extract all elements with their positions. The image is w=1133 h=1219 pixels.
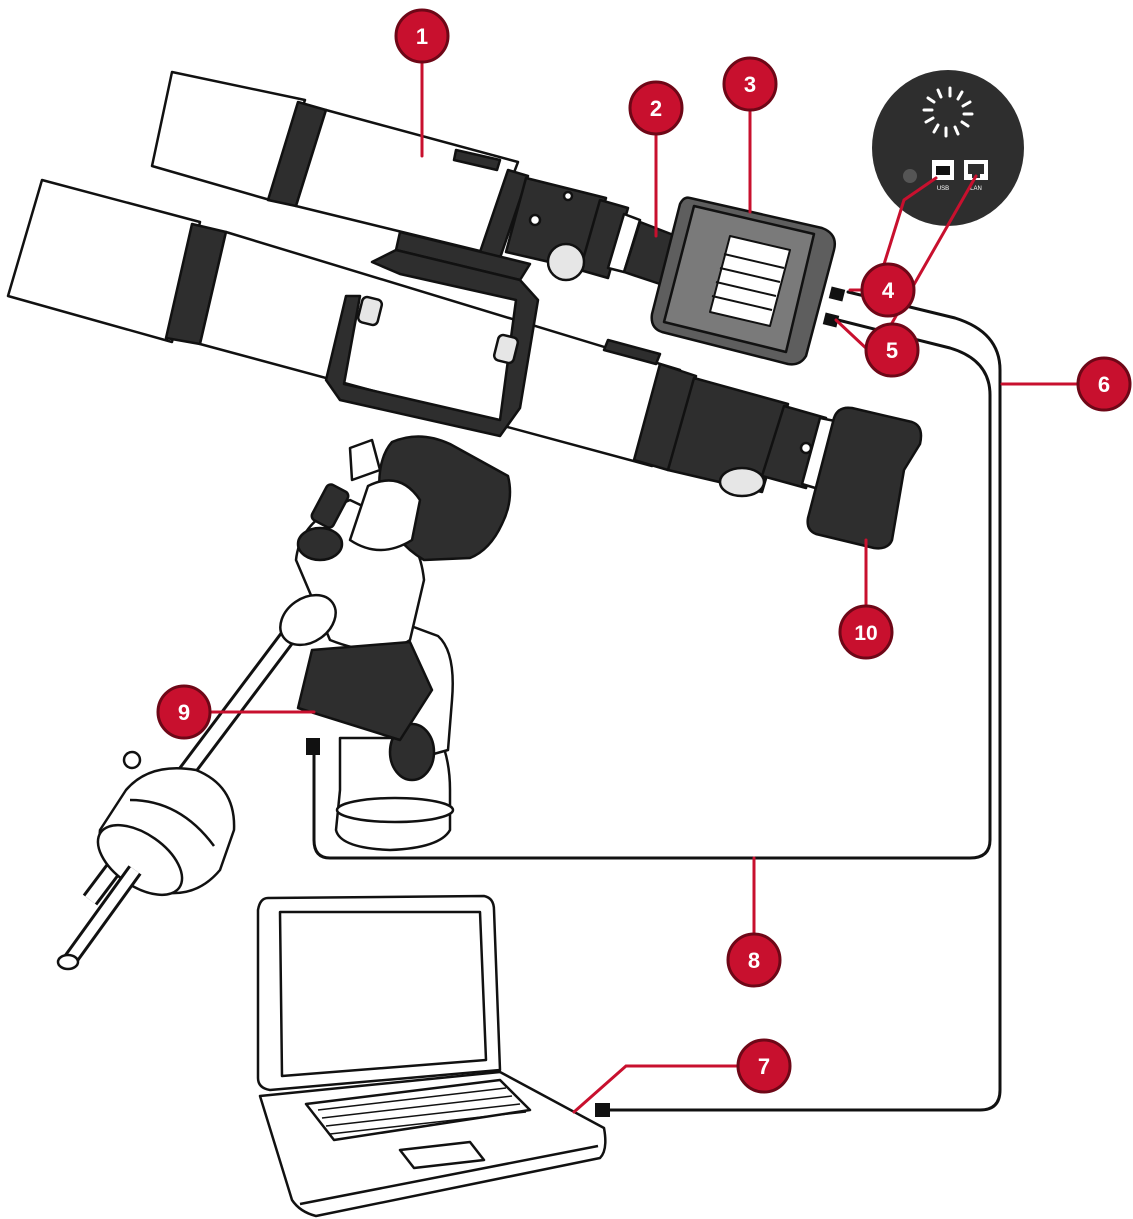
lan-port-label: LAN [970,186,982,192]
laptop-trackpad [398,1140,486,1170]
callout-1: 1 [394,8,450,64]
main-scope-focuser [666,376,790,494]
svg-text:4: 4 [882,278,895,303]
control-box-body [872,70,1024,226]
callouts: 1 2 3 4 5 6 7 8 [156,8,1132,1094]
svg-text:10: 10 [854,622,877,645]
cable-plug-mount [306,738,320,755]
cable-plug-laptop [595,1103,610,1117]
camera-lan-plug [822,312,840,328]
callout-10: 10 [838,604,894,660]
counterweight-groove [129,798,216,847]
main-camera-body [806,406,923,550]
callout-7: 7 [736,1038,792,1094]
guide-scope-shoe [452,148,502,172]
guide-scope-tube [294,108,520,254]
guide-camera [650,196,836,366]
callout-4: 4 [860,262,916,318]
main-scope-screw [799,441,813,455]
laptop-front-edge [299,1144,599,1206]
svg-text:6: 6 [1098,372,1110,397]
svg-text:8: 8 [748,948,760,973]
mount-base-ring [335,796,455,824]
main-camera [806,406,923,550]
callout-9: 9 [156,684,212,740]
mount-saddle-clamp [348,438,382,482]
tube-rings [324,230,540,438]
usb-port-label: USB [937,186,949,192]
mount-dec-housing [348,479,422,552]
guide-scope-screw-top [562,190,574,202]
guide-scope-screw [528,213,542,227]
mount-clamp-knob [310,483,350,529]
fan-icon [922,86,974,138]
cables [312,290,1002,1112]
callout-6: 6 [1076,356,1132,412]
camera-usb-plug [828,286,846,302]
callout-3: 3 [722,56,778,112]
laptop-keyboard [304,1078,532,1142]
status-led-icon [903,169,917,183]
ring-knob-right [492,333,520,365]
laptop [256,894,607,1218]
equatorial-mount [56,435,512,971]
svg-text:1: 1 [416,24,428,49]
svg-text:2: 2 [650,96,662,121]
guide-camera-heatsink [709,235,791,327]
leader-lines [206,58,1082,1114]
main-scope-knob [718,466,766,498]
counterweight-shaft-collar [279,593,337,647]
svg-text:3: 3 [744,72,756,97]
main-scope-shoe [602,338,662,366]
callout-8: 8 [726,932,782,988]
guide-scope-knob [546,242,586,282]
cable-usb-to-laptop [606,290,1002,1112]
counterweight-bar-end-inner [65,867,140,963]
counterweight-lock-screw [122,750,142,770]
laptop-keyboard-rows [317,1087,527,1135]
mount-ra-motor [296,640,434,742]
cable-lan-to-mount [312,318,992,860]
svg-text:9: 9 [178,700,190,725]
svg-text:7: 7 [758,1054,770,1079]
callout-5: 5 [864,322,920,378]
control-box: USB LAN [872,70,1024,226]
main-scope-dew-shield [6,178,202,344]
main-telescope [6,178,842,498]
laptop-screen [278,910,488,1078]
leader-7 [572,1064,742,1114]
svg-text:5: 5 [886,338,898,363]
usb-port-icon [932,160,954,180]
ring-knob-left [356,295,384,327]
guide-scope-drawtube [578,198,630,280]
mount-polar-knob [296,526,344,562]
counterweight-stop [56,953,80,971]
callout-2: 2 [628,80,684,136]
